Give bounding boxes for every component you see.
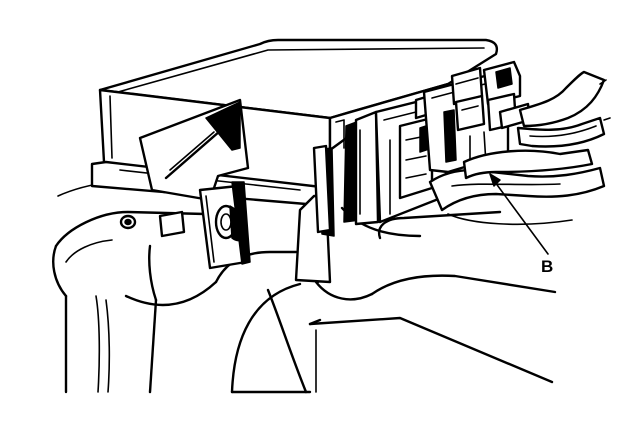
wire-harness-connector (428, 70, 611, 212)
callout-b: B (489, 173, 553, 276)
callout-label-b: B (541, 257, 553, 276)
connector-right (422, 60, 532, 174)
